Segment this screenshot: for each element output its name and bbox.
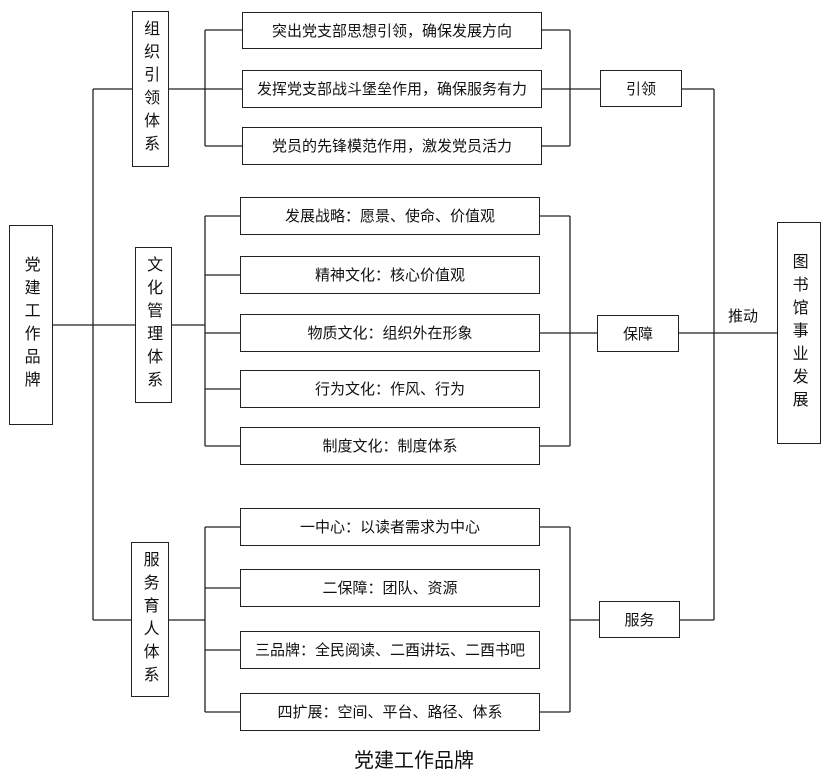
push-label: 推动	[728, 307, 759, 325]
item-box: 发展战略：愿景、使命、价值观	[240, 197, 540, 235]
item-box: 党员的先锋模范作用，激发党员活力	[242, 127, 542, 165]
outcome-box-lead: 引领	[600, 70, 682, 107]
item-label: 三品牌：全民阅读、二酉讲坛、二酉书吧	[254, 641, 525, 659]
outcome-box-service: 服务	[599, 601, 680, 638]
item-label: 发挥党支部战斗堡垒作用，确保服务有力	[256, 80, 527, 98]
item-label: 党员的先锋模范作用，激发党员活力	[271, 137, 512, 155]
outcome-label: 引领	[625, 79, 656, 98]
outcome-label: 保障	[622, 324, 653, 343]
item-label: 发展战略：愿景、使命、价值观	[284, 207, 495, 225]
target-box: 图书馆事业发展	[777, 222, 821, 444]
item-box: 行为文化：作风、行为	[240, 370, 540, 408]
item-box: 突出党支部思想引领，确保发展方向	[242, 12, 542, 49]
system-label: 组织引领体系	[141, 20, 161, 158]
system-box-culture: 文化管理体系	[135, 247, 172, 403]
item-box: 制度文化：制度体系	[240, 427, 540, 465]
item-label: 四扩展：空间、平台、路径、体系	[277, 703, 503, 721]
item-label: 行为文化：作风、行为	[314, 380, 465, 398]
outcome-label: 服务	[624, 610, 655, 629]
item-box: 一中心：以读者需求为中心	[240, 508, 540, 546]
item-label: 制度文化：制度体系	[322, 437, 458, 455]
item-box: 发挥党支部战斗堡垒作用，确保服务有力	[242, 70, 542, 108]
outcome-box-support: 保障	[597, 315, 679, 352]
item-label: 精神文化：核心价值观	[314, 266, 465, 284]
item-box: 三品牌：全民阅读、二酉讲坛、二酉书吧	[240, 631, 540, 669]
system-label: 服务育人体系	[140, 550, 160, 689]
system-box-service: 服务育人体系	[131, 542, 169, 697]
item-box: 二保障：团队、资源	[240, 569, 540, 607]
item-box: 物质文化：组织外在形象	[240, 314, 540, 352]
item-label: 二保障：团队、资源	[322, 579, 458, 597]
system-label: 文化管理体系	[144, 256, 164, 394]
item-label: 突出党支部思想引领，确保发展方向	[271, 21, 512, 40]
item-label: 物质文化：组织外在形象	[307, 324, 473, 342]
root-label: 党建工作品牌	[21, 256, 41, 394]
item-box: 精神文化：核心价值观	[240, 256, 540, 294]
figure-caption: 党建工作品牌	[354, 748, 474, 772]
system-box-organization: 组织引领体系	[132, 11, 169, 167]
item-box: 四扩展：空间、平台、路径、体系	[240, 693, 540, 731]
target-label: 图书馆事业发展	[789, 252, 809, 414]
root-box: 党建工作品牌	[9, 225, 53, 425]
item-label: 一中心：以读者需求为中心	[299, 518, 480, 536]
